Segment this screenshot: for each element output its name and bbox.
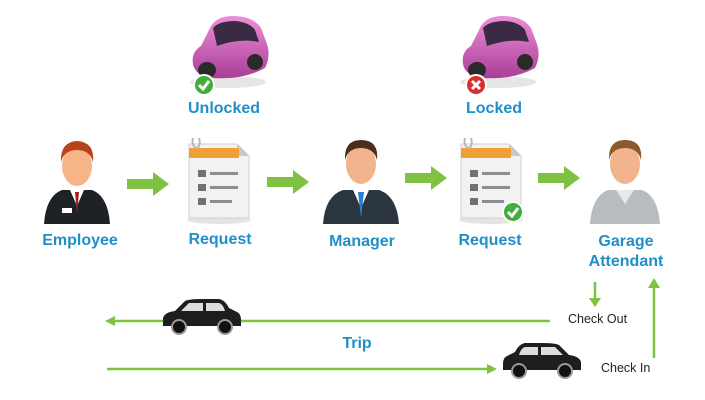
pink-car-locked-icon [460, 16, 539, 88]
request-label-1: Request [188, 231, 252, 248]
request-document-icon [187, 137, 251, 224]
black-car-icon [163, 299, 241, 335]
check-in-trip-line [107, 364, 497, 374]
arrow-right-icon [538, 166, 580, 190]
manager-person-icon [323, 140, 399, 224]
black-car-icon [503, 343, 581, 379]
arrow-down-icon [589, 282, 601, 307]
garage-attendant-label-line2: Attendant [588, 253, 664, 270]
check-in-label: Check In [601, 361, 651, 375]
garage-attendant-label-line1: Garage [598, 233, 654, 250]
arrow-right-icon [405, 166, 447, 190]
approved-request-document-icon [459, 137, 524, 224]
arrow-right-icon [267, 170, 309, 194]
check-badge-icon [193, 74, 215, 96]
trip-label: Trip [342, 335, 372, 352]
request-label-2: Request [458, 232, 522, 249]
check-out-label: Check Out [568, 312, 628, 326]
unlocked-label: Unlocked [187, 100, 261, 117]
garage-attendant-label: Garage Attendant [589, 232, 664, 272]
arrow-right-icon [127, 172, 169, 196]
cross-badge-icon [465, 74, 487, 96]
employee-label: Employee [42, 232, 118, 249]
employee-person-icon [44, 141, 110, 224]
locked-label: Locked [465, 100, 523, 117]
garage-attendant-person-icon [590, 140, 660, 224]
arrow-up-icon [648, 278, 660, 358]
manager-label: Manager [329, 233, 395, 250]
